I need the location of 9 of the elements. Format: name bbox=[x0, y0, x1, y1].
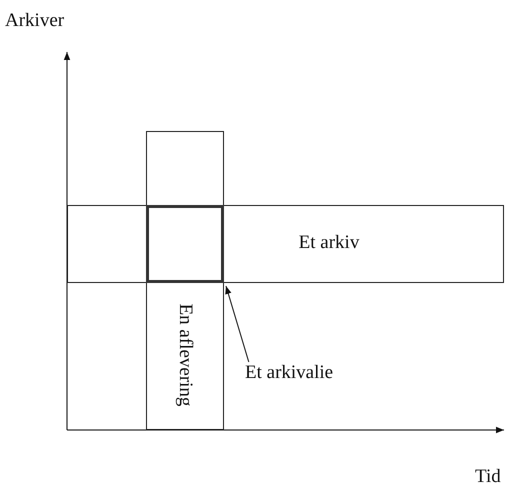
vertical-band bbox=[146, 131, 224, 430]
highlight-square bbox=[146, 205, 224, 283]
leader-line bbox=[225, 286, 250, 362]
band-label: Et arkiv bbox=[298, 232, 360, 254]
horizontal-band bbox=[67, 205, 504, 283]
band-label: En aflevering bbox=[174, 304, 196, 406]
axis-label: Arkiver bbox=[5, 10, 64, 32]
axis-label: Tid bbox=[475, 466, 501, 488]
callout-label: Et arkivalie bbox=[245, 362, 334, 384]
